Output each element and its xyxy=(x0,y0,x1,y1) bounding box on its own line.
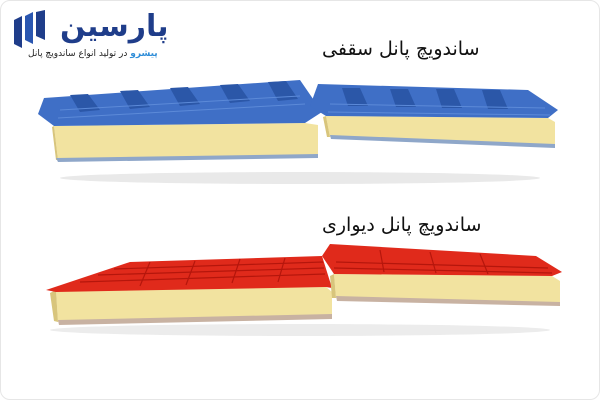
wall-skin-left xyxy=(46,256,332,292)
wall-core-right xyxy=(334,274,560,304)
roof-core-left xyxy=(54,123,318,160)
wall-panel-title: ساندویچ پانل دیواری xyxy=(322,214,482,236)
tagline-highlight: پیشرو xyxy=(130,49,158,59)
logo-bars-icon xyxy=(14,10,45,48)
brand-tagline: پیشرو در تولید انواع ساندویچ پانل xyxy=(28,49,158,59)
brand-name: پارسین xyxy=(60,9,169,44)
brand-logo: پارسین پیشرو در تولید انواع ساندویچ پانل xyxy=(12,8,177,64)
wall-skin-right xyxy=(322,244,562,276)
roof-panel-title: ساندویچ پانل سقفی xyxy=(322,38,480,60)
tagline-text: در تولید انواع ساندویچ پانل xyxy=(28,49,128,59)
wall-core-left xyxy=(56,287,332,322)
